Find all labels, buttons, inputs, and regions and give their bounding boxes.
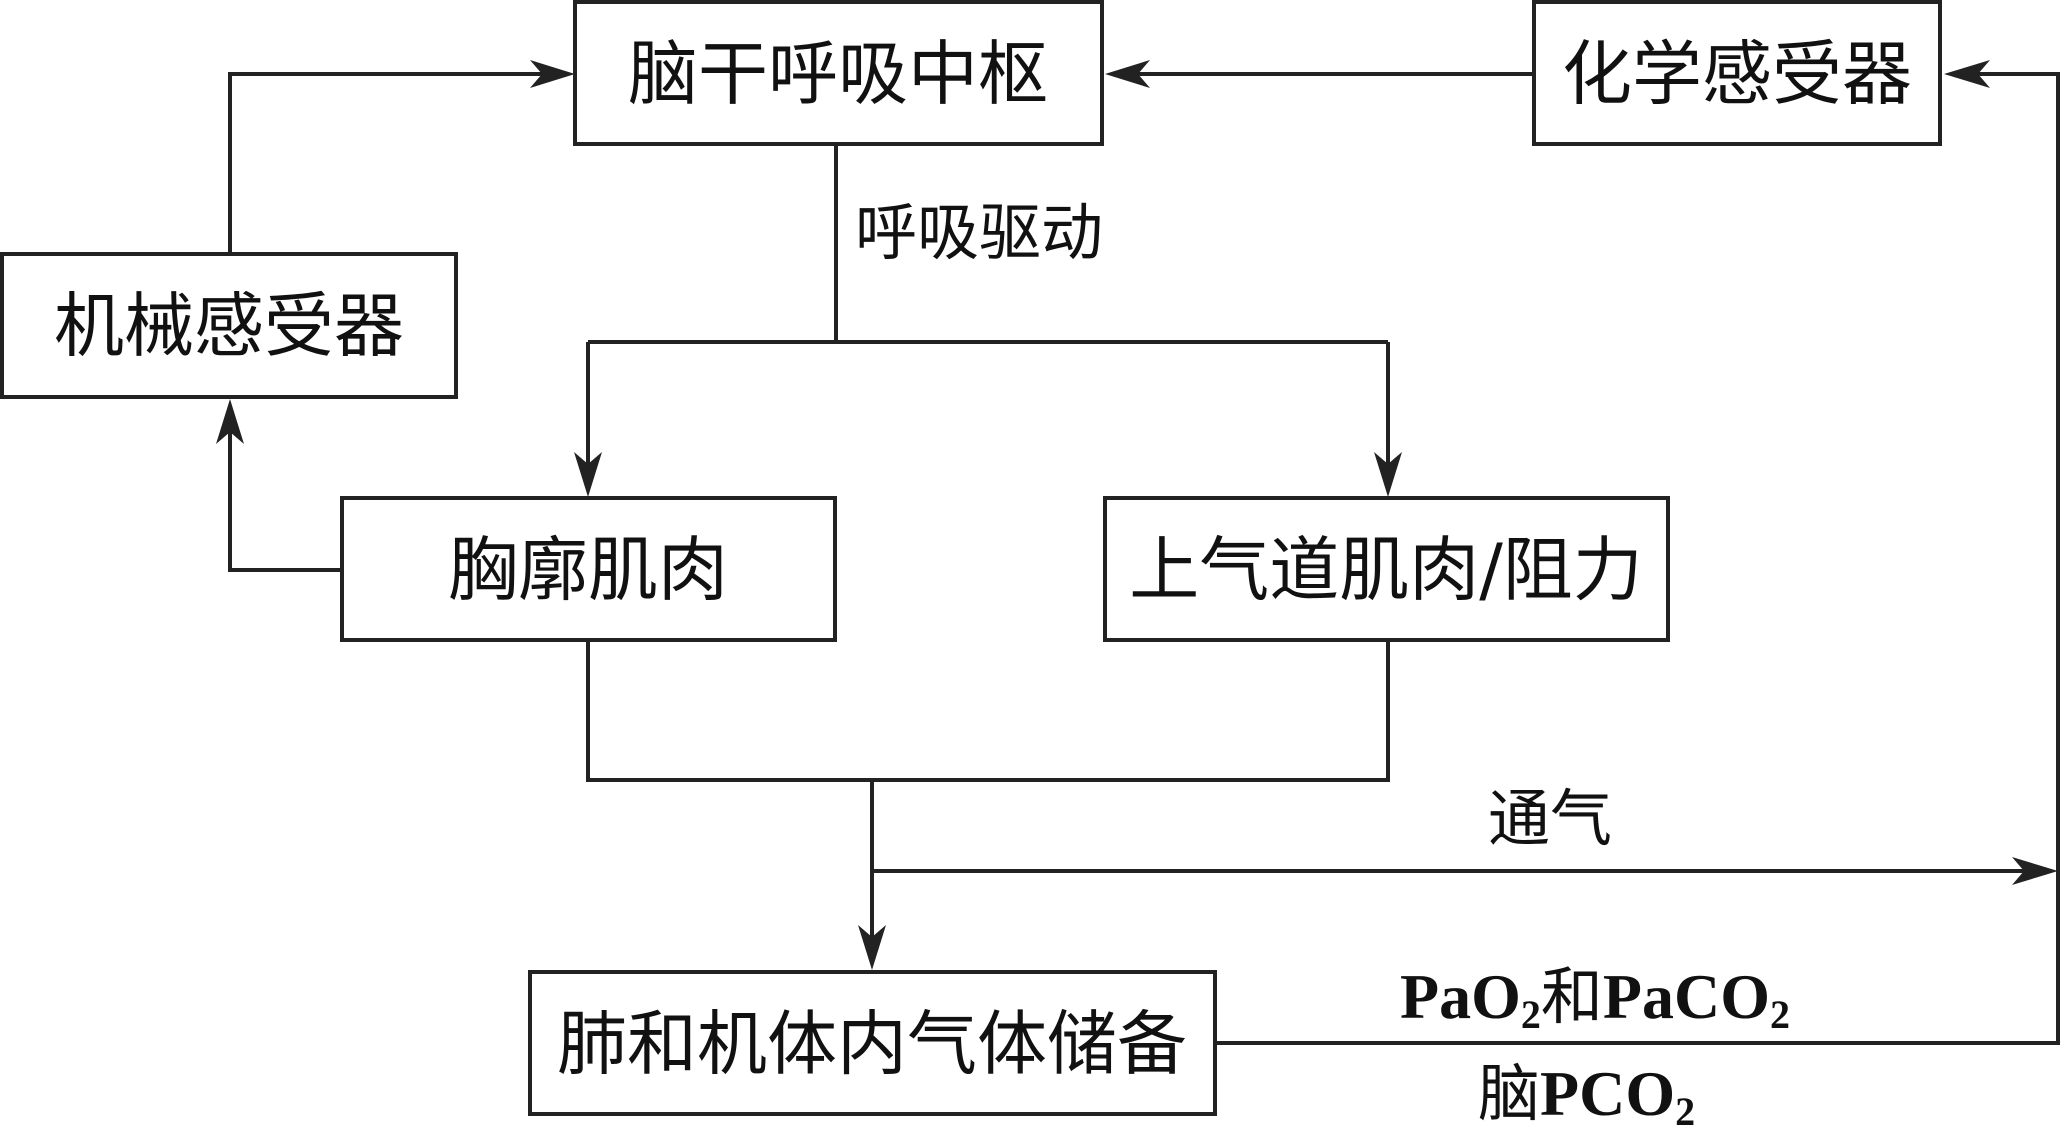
box-upper-airway-label: 上气道肌肉/阻力 [1129, 529, 1643, 611]
pao2-text: PaO [1400, 961, 1521, 1032]
brain-pco2-subscript: 2 [1675, 1089, 1695, 1134]
gas-feedback-line [1215, 72, 2060, 1045]
arrowhead-to-brainstem [530, 60, 575, 88]
arrowheads [216, 60, 2058, 970]
arrowhead-to-chest [574, 452, 602, 497]
arrowhead-to-gas-store [858, 925, 886, 970]
box-mechanoreceptor: 机械感受器 [0, 252, 458, 399]
paco2-subscript: 2 [1770, 992, 1790, 1037]
and-text: 和 [1541, 960, 1603, 1033]
arrowhead-to-mechanoreceptor [216, 399, 244, 444]
box-mechanoreceptor-label: 机械感受器 [54, 285, 404, 367]
label-pao2-paco2: PaO2和PaCO2 [1400, 960, 1790, 1037]
pao2-subscript: 2 [1521, 992, 1541, 1037]
arrowhead-chemo-to-brainstem [1105, 60, 1150, 88]
box-brainstem-label: 脑干呼吸中枢 [628, 33, 1048, 115]
box-chemoreceptor: 化学感受器 [1532, 0, 1942, 146]
box-chest-muscle-label: 胸廓肌肉 [448, 529, 728, 611]
chest-to-mechano-line [228, 428, 342, 572]
box-upper-airway: 上气道肌肉/阻力 [1103, 496, 1670, 642]
box-gas-store: 肺和机体内气体储备 [528, 970, 1217, 1116]
arrowhead-to-airway [1374, 452, 1402, 497]
arrowhead-ventilation [2012, 857, 2058, 885]
arrowhead-to-chemoreceptor [1944, 60, 1990, 88]
box-chest-muscle: 胸廓肌肉 [340, 496, 837, 642]
box-gas-store-label: 肺和机体内气体储备 [557, 1003, 1187, 1085]
label-brain-pco2: 脑PCO2 [1478, 1057, 1695, 1134]
connectors [228, 72, 2060, 1045]
box-chemoreceptor-label: 化学感受器 [1562, 33, 1912, 115]
label-ventilation: 通气 [1488, 782, 1612, 855]
paco2-text: PaCO [1603, 961, 1770, 1032]
brain-prefix: 脑 [1478, 1057, 1540, 1130]
merge-line [586, 640, 1390, 782]
mechano-to-brainstem-line [228, 72, 548, 252]
box-brainstem: 脑干呼吸中枢 [573, 0, 1104, 146]
label-respiratory-drive: 呼吸驱动 [855, 196, 1103, 269]
brain-pco2-text: PCO [1540, 1058, 1675, 1129]
